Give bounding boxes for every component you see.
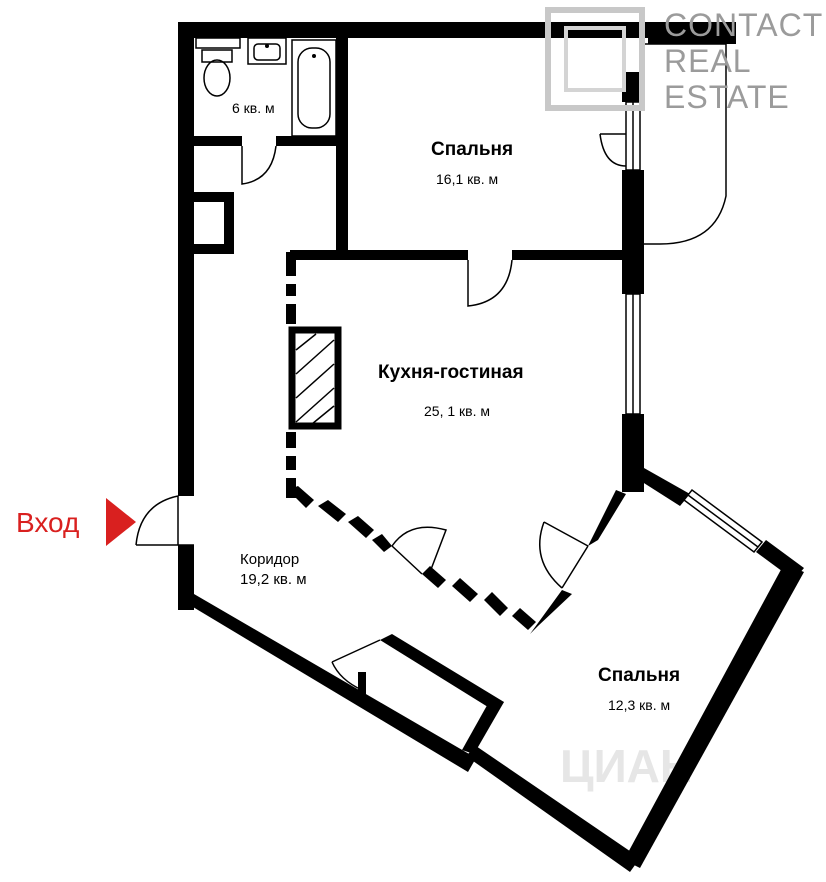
entrance-label: Вход (16, 507, 79, 538)
bedroom-bottom-name: Спальня (598, 665, 680, 686)
bathroom-area: 6 кв. м (232, 100, 275, 116)
logo-mark-icon (545, 7, 645, 111)
bedroom-bottom-area: 12,3 кв. м (608, 697, 670, 713)
bedroom-top-area: 16,1 кв. м (436, 171, 498, 187)
balcony (644, 43, 727, 245)
corridor-area: 19,2 кв. м (240, 571, 307, 588)
windows (625, 101, 764, 554)
inner-walls (194, 38, 632, 754)
entrance-marker: Вход (16, 498, 136, 546)
bedroom-top-name: Спальня (431, 139, 513, 160)
room-labels: 6 кв. м Спальня 16,1 кв. м Кухня-гостина… (232, 100, 680, 713)
logo: CONTACT REAL ESTATE (545, 7, 823, 115)
doors (135, 133, 627, 691)
logo-line-1: CONTACT (664, 7, 823, 43)
kitchen-living-name: Кухня-гостиная (378, 362, 524, 383)
logo-line-3: ESTATE (664, 79, 790, 115)
kitchen-living-area: 25, 1 кв. м (424, 403, 490, 419)
entrance-arrow-icon (106, 498, 136, 546)
corridor-name: Коридор (240, 551, 299, 568)
column (288, 326, 342, 430)
logo-line-2: REAL (664, 43, 752, 79)
bathroom-fixtures (195, 37, 337, 137)
outer-walls (178, 22, 804, 872)
